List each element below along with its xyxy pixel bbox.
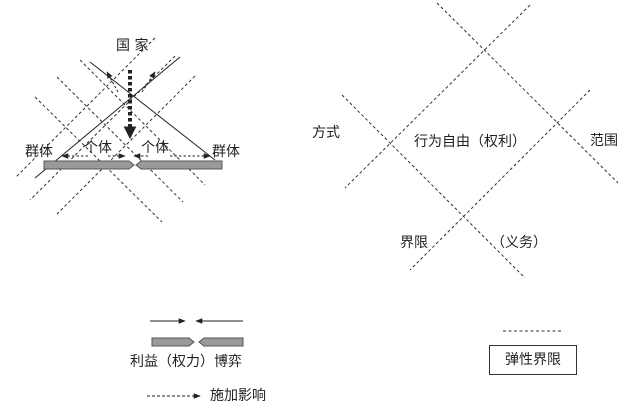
state-label: 国 家 bbox=[116, 38, 149, 54]
boundary-line bbox=[341, 94, 526, 279]
state-influence-lines bbox=[34, 56, 216, 179]
left-diagram bbox=[14, 37, 223, 223]
group-left-label: 群体 bbox=[25, 144, 53, 160]
grid-line bbox=[29, 55, 176, 201]
influence-arrow bbox=[106, 71, 119, 93]
scope-label: 范围 bbox=[590, 133, 618, 149]
legend-game-label: 利益（权力）博弈 bbox=[130, 354, 242, 370]
boundary-label: 界限 bbox=[400, 235, 428, 251]
right-diagram bbox=[341, 2, 619, 279]
individual-right-label: 个体 bbox=[141, 140, 169, 156]
boundary-line bbox=[344, 4, 531, 189]
legend-bar-right bbox=[151, 337, 195, 347]
individual-left-label: 个体 bbox=[84, 140, 112, 156]
boundary-line bbox=[409, 89, 591, 271]
elastic-boundary-grid bbox=[14, 37, 206, 223]
solid-line bbox=[34, 56, 181, 179]
duty-label: （义务） bbox=[491, 235, 547, 251]
legend-elastic-boundary-box: 弹性界限 bbox=[489, 345, 577, 375]
legend bbox=[147, 318, 562, 399]
game-bar-left bbox=[43, 160, 135, 170]
game-bar-right bbox=[135, 160, 223, 170]
grid-line bbox=[79, 59, 206, 186]
legend-bar-left bbox=[198, 337, 244, 347]
group-right-label: 群体 bbox=[212, 144, 240, 160]
boundary-line bbox=[436, 2, 619, 184]
freedom-label: 行为自由（权利） bbox=[414, 134, 526, 150]
method-label: 方式 bbox=[312, 125, 340, 141]
legend-influence-label: 施加影响 bbox=[210, 388, 266, 404]
grid-line bbox=[34, 96, 163, 223]
grid-line bbox=[56, 76, 184, 203]
influence-arrow bbox=[141, 71, 156, 93]
